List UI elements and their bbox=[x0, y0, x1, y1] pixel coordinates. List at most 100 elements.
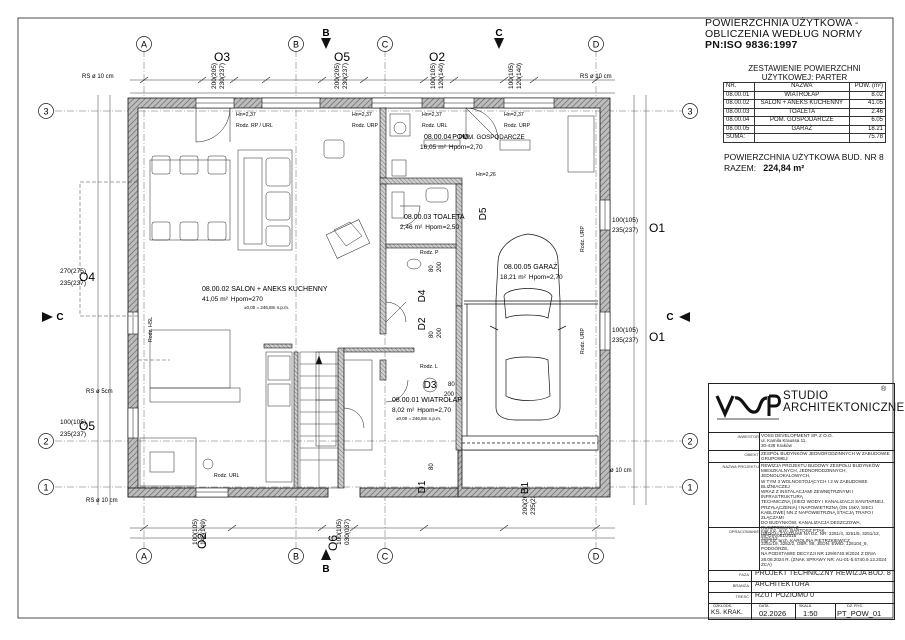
axis-right-1: 1 bbox=[687, 483, 692, 493]
drawing-number: PT_POW_01 bbox=[837, 609, 882, 618]
tag-hn-3: Hn=2,37 bbox=[422, 112, 442, 118]
dim-texts-right: 100(105) 235(237) 100(105) 235(237) bbox=[612, 217, 638, 344]
tag-win-7: Rodz. HSL bbox=[148, 317, 154, 342]
section-b-bottom: B bbox=[322, 564, 329, 575]
axis-bubbles-bottom: A B C D O2 O6 bbox=[136, 533, 604, 564]
axis-right-o1a: O1 bbox=[649, 221, 665, 235]
tag-win-10: Rodz. URL bbox=[214, 473, 239, 479]
rs-labels: RS ø 10 cm RS ø 10 cm RS ø 5cm RS ø 10 c… bbox=[82, 74, 632, 504]
dim-top-4: 230(237) bbox=[342, 63, 349, 89]
door-tag-d1: D1 bbox=[417, 480, 428, 493]
label-nazwa: NAZWA PROJEKTU bbox=[722, 464, 759, 469]
tag-win-3: Rodz. URL bbox=[422, 123, 447, 129]
dim-bottom-4: 030(037) bbox=[344, 519, 351, 545]
dim-bottom-3: 100(105) bbox=[336, 519, 343, 545]
investor: VOSS DEVELOPMENT SP. Z O.O.ul. Kamila Kr… bbox=[761, 433, 833, 449]
tag-win-9: Rodz. URP bbox=[580, 328, 586, 354]
axis-bottom-o6: O6 bbox=[326, 535, 340, 551]
rs-label-1: RS ø 10 cm bbox=[82, 74, 114, 80]
logo-icon bbox=[715, 394, 781, 420]
studio-logo: STUDIO ARCHITEKTONICZNE ® bbox=[709, 384, 904, 432]
dim-left-2: 235(237) bbox=[60, 280, 86, 287]
axis-bottom-d: D bbox=[593, 552, 600, 562]
dim-top-7: 100(105) bbox=[508, 63, 515, 89]
label-oprac: OPRACOWANIE bbox=[728, 529, 759, 534]
garage-door bbox=[461, 300, 599, 451]
axis-top-o3: O3 bbox=[214, 50, 230, 64]
label-branza: BRANŻA bbox=[732, 583, 749, 588]
door-tag-d4: D4 bbox=[417, 289, 428, 302]
dim-right-4: 235(237) bbox=[612, 337, 638, 344]
area-table-caption: ZESTAWIENIE POWIERZCHNI UŻYTKOWEJ: PARTE… bbox=[748, 64, 861, 82]
interior-walls bbox=[263, 107, 463, 489]
title-block: STUDIO ARCHITEKTONICZNE ® INWESTOR VOSS … bbox=[708, 383, 904, 620]
studio-name: STUDIO ARCHITEKTONICZNE bbox=[783, 390, 905, 414]
dimension-lines bbox=[97, 79, 647, 539]
object: ZESPÓŁ BUDYNKÓW JEDNORODZINNYCH W ZABUDO… bbox=[761, 451, 890, 462]
axis-left-3: 3 bbox=[43, 107, 48, 117]
dim-left-1: 270(275) bbox=[60, 268, 86, 275]
dim-bottom-1: 100(105) bbox=[192, 519, 199, 545]
tag-win-1: Rodz. RP / URL bbox=[236, 123, 273, 129]
dim-left-3: 100(105) bbox=[60, 419, 86, 426]
stairs bbox=[299, 351, 339, 489]
section-markers: B C B C C bbox=[42, 28, 690, 575]
area-title-line-1: POWIERZCHNIA UŻYTKOWA - bbox=[705, 17, 859, 29]
ground-level-2: ±0,00 = 246,8m n.p.m. bbox=[396, 416, 441, 421]
dim-left-4: 235(237) bbox=[60, 431, 86, 438]
axis-right-2: 2 bbox=[687, 437, 692, 447]
dd-7: 200 bbox=[444, 392, 455, 398]
tag-win-4: Rodz. URP bbox=[504, 123, 530, 129]
dim-top-8: 120(140) bbox=[516, 63, 523, 89]
date: 02.2026 bbox=[759, 609, 787, 618]
usable-area-summary: POWIERZCHNIA UŻYTKOWA BUD. NR 8 RAZEM: 2… bbox=[724, 152, 884, 174]
door-tag-d5: D5 bbox=[478, 207, 489, 220]
usable-area-line: POWIERZCHNIA UŻYTKOWA BUD. NR 8 bbox=[724, 152, 884, 162]
section-c-top: C bbox=[495, 28, 502, 39]
dim-top-2: 230(237) bbox=[219, 63, 226, 89]
axis-top-a: A bbox=[141, 40, 147, 50]
dim-right-1: 100(105) bbox=[612, 217, 638, 224]
label-tresc: TREŚĆ bbox=[735, 594, 749, 599]
axis-bubbles-top: A B C D O3 O5 O2 bbox=[136, 36, 604, 64]
label-faza: FAZA bbox=[738, 572, 749, 577]
dimension-ticks bbox=[139, 76, 601, 532]
label-data: DATA bbox=[759, 604, 769, 608]
dim-top-3: 200(205) bbox=[334, 63, 341, 89]
door-tags: D5 D4 D2 D3 D1 B1 bbox=[417, 207, 531, 494]
tag-hn-1: Hn=2,37 bbox=[236, 112, 256, 118]
axis-right-3: 3 bbox=[687, 107, 692, 117]
tag-hn-2: Hn=2,37 bbox=[352, 112, 372, 118]
label-nr: DZ. RYS. bbox=[847, 604, 863, 608]
door-swings bbox=[195, 107, 499, 429]
ground-level: ±0,00 = 246,8m n.p.m. bbox=[244, 305, 289, 310]
furniture bbox=[139, 108, 595, 487]
axis-bottom-c: C bbox=[382, 552, 389, 562]
tag-win-6: Rodz. L bbox=[420, 364, 438, 370]
axis-left-1: 1 bbox=[43, 483, 48, 493]
dim-right-3: 100(105) bbox=[612, 327, 638, 334]
section-b-top: B bbox=[322, 28, 329, 39]
usable-area-total: RAZEM: 224,84 m² bbox=[724, 163, 805, 173]
label-inwestor: INWESTOR bbox=[737, 434, 759, 439]
axis-bottom-a: A bbox=[141, 552, 147, 562]
sheet-frame bbox=[17, 17, 894, 619]
axis-left-o4: O4 bbox=[79, 270, 95, 284]
axis-top-b: B bbox=[293, 40, 299, 50]
rs-label-2: RS ø 10 cm bbox=[580, 74, 612, 80]
axis-top-c: C bbox=[382, 40, 389, 50]
area-table: ZESTAWIENIE POWIERZCHNI UŻYTKOWEJ: PARTE… bbox=[723, 64, 887, 143]
rs-label-5: RS ø 10 cm bbox=[600, 468, 632, 474]
dd-6: 80 bbox=[448, 382, 455, 388]
axis-left-o5: O5 bbox=[79, 419, 95, 433]
